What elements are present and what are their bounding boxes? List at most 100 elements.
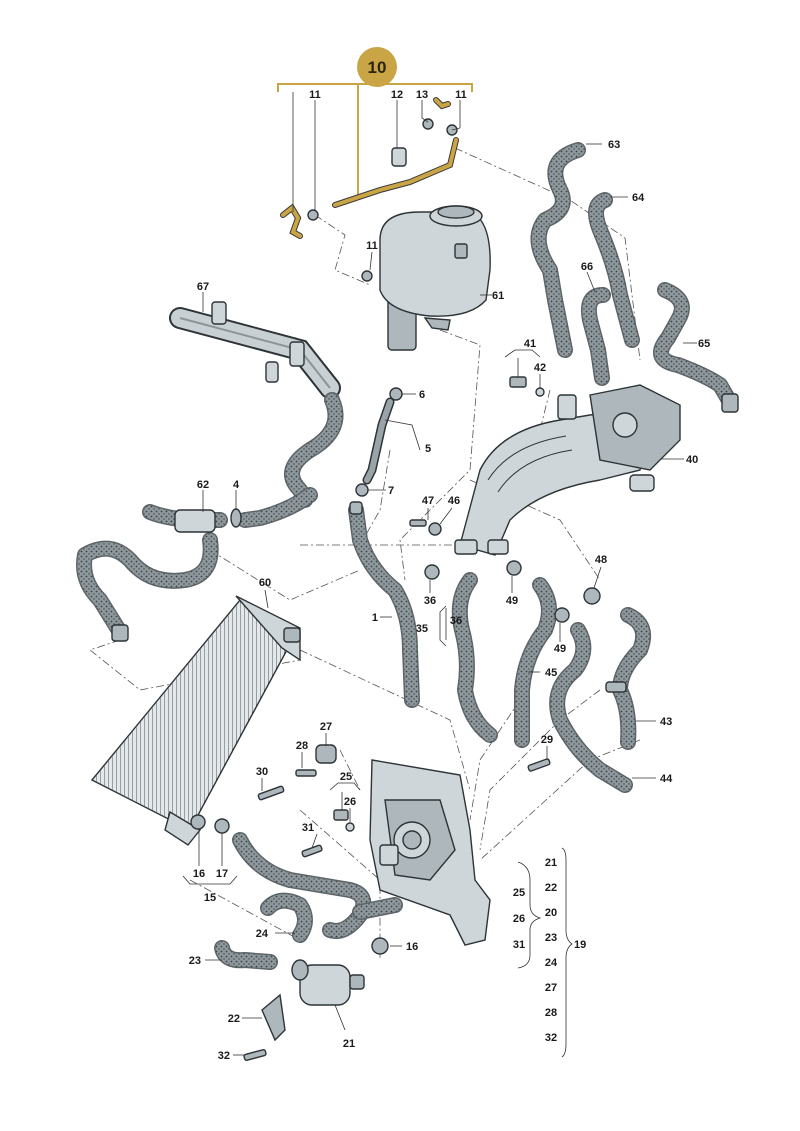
clamp-11-mid[interactable] <box>361 270 373 282</box>
label-64: 64 <box>632 192 645 204</box>
label-45: 45 <box>545 667 557 679</box>
label-32: 32 <box>218 1050 230 1062</box>
label-21: 21 <box>343 1038 355 1050</box>
label-48: 48 <box>595 554 607 566</box>
label-41: 41 <box>524 338 536 350</box>
bolt-47[interactable] <box>409 519 427 527</box>
hose-64[interactable] <box>588 192 640 348</box>
clamp-49-upper[interactable] <box>506 560 522 576</box>
clamp-36-upper[interactable] <box>424 564 440 580</box>
label-24: 24 <box>256 928 269 940</box>
hose-63[interactable] <box>530 142 586 358</box>
part-labels: 11 12 13 11 11 61 63 64 66 65 67 41 42 6… <box>189 89 711 1062</box>
label-16-b: 16 <box>406 941 418 953</box>
hose-5[interactable] <box>362 397 395 485</box>
clamp-16-right[interactable] <box>371 937 389 955</box>
group-19-right-5: 24 <box>545 957 558 969</box>
group-19-right-6: 27 <box>545 982 557 994</box>
hose-44[interactable] <box>549 622 633 793</box>
group-19-right-1: 21 <box>545 857 557 869</box>
coolant-pipe-67[interactable] <box>169 301 341 399</box>
clamp-12[interactable] <box>391 147 407 167</box>
callout-10[interactable]: 10 <box>277 47 473 196</box>
bracket-22[interactable] <box>261 993 286 1042</box>
hose-45[interactable] <box>514 577 557 748</box>
label-27: 27 <box>320 721 332 733</box>
bolt-28[interactable] <box>295 769 317 777</box>
label-36-a: 36 <box>424 595 436 607</box>
label-16-a: 16 <box>193 868 205 880</box>
label-31: 31 <box>302 822 314 834</box>
hose-36[interactable] <box>451 572 498 743</box>
group-brackets <box>439 605 573 1058</box>
hose-66[interactable] <box>580 287 611 386</box>
label-30: 30 <box>256 766 268 778</box>
clamp-13[interactable] <box>422 118 434 130</box>
sensor-41[interactable] <box>509 376 527 388</box>
label-40: 40 <box>686 454 698 466</box>
label-17: 17 <box>216 868 228 880</box>
group-19-list: 25 26 31 21 22 20 23 24 27 28 32 19 <box>513 857 586 1044</box>
pump-housing-assembly[interactable] <box>369 759 491 946</box>
callout-10-number: 10 <box>368 58 387 77</box>
label-35: 35 <box>416 623 428 635</box>
label-25: 25 <box>340 771 352 783</box>
clamp-49-lower[interactable] <box>554 607 570 623</box>
label-42: 42 <box>534 362 546 374</box>
label-26: 26 <box>344 796 356 808</box>
sensor-25[interactable] <box>333 809 349 821</box>
group-19-right-4: 23 <box>545 932 557 944</box>
label-6: 6 <box>419 389 425 401</box>
coolant-manifold-40[interactable] <box>454 384 681 556</box>
hose-lower-main[interactable] <box>232 832 403 939</box>
clamp-7[interactable] <box>355 483 369 497</box>
group-19-left-2: 26 <box>513 913 525 925</box>
hose-24[interactable] <box>260 892 313 943</box>
label-7: 7 <box>388 485 394 497</box>
label-36-b: 36 <box>450 615 462 627</box>
label-43: 43 <box>660 716 672 728</box>
bolt-30[interactable] <box>257 785 285 801</box>
label-15: 15 <box>204 892 216 904</box>
hose-43[interactable] <box>605 607 651 750</box>
bushing-27[interactable] <box>315 744 337 764</box>
hose-1[interactable] <box>348 501 420 708</box>
vent-pipe-10[interactable] <box>280 97 459 239</box>
seal-42[interactable] <box>535 387 545 397</box>
label-13: 13 <box>416 89 428 101</box>
clamp-11-top-left[interactable] <box>307 209 319 221</box>
hose-65[interactable] <box>653 282 739 413</box>
bolt-29[interactable] <box>527 758 551 772</box>
clamp-4[interactable] <box>230 508 242 528</box>
hose-67-lower[interactable] <box>237 392 344 528</box>
label-60: 60 <box>259 577 271 589</box>
seal-26[interactable] <box>345 822 355 832</box>
radiator-60[interactable] <box>90 595 301 846</box>
group-19-left-3: 31 <box>513 939 525 951</box>
label-44: 44 <box>660 773 673 785</box>
bolt-31[interactable] <box>301 844 323 858</box>
seal-46[interactable] <box>428 522 442 536</box>
group-19-label: 19 <box>574 939 586 951</box>
expansion-tank-61[interactable] <box>379 205 491 351</box>
group-19-right-3: 20 <box>545 907 557 919</box>
hose-62[interactable] <box>76 504 228 642</box>
label-67: 67 <box>197 281 209 293</box>
group-19-right-7: 28 <box>545 1007 557 1019</box>
clamp-16-left[interactable] <box>190 814 206 830</box>
label-23: 23 <box>189 955 201 967</box>
bolt-32[interactable] <box>243 1049 267 1061</box>
label-49-a: 49 <box>506 595 518 607</box>
label-63: 63 <box>608 139 620 151</box>
clamp-6[interactable] <box>389 387 403 401</box>
clamp-17[interactable] <box>214 818 230 834</box>
label-11-c: 11 <box>366 240 378 252</box>
label-1: 1 <box>372 612 378 624</box>
label-22: 22 <box>228 1013 240 1025</box>
auxiliary-pump-21[interactable] <box>291 959 365 1006</box>
label-61: 61 <box>492 290 504 302</box>
clamp-48[interactable] <box>583 587 601 605</box>
label-28: 28 <box>296 740 308 752</box>
hose-23[interactable] <box>214 940 278 970</box>
